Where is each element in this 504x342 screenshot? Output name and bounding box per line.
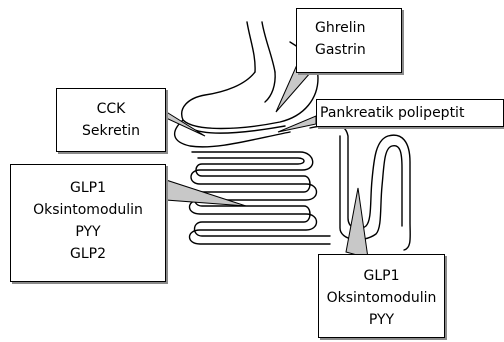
pyy-label: PYY (319, 309, 444, 331)
glp1-label: GLP1 (319, 265, 444, 287)
colon-hormones-box: GLP1 Oksintomodulin PYY (318, 254, 445, 338)
pankreatik-polipeptit-label-box: Pankreatik polipeptit (316, 99, 504, 127)
ghrelin-gastrin-label-box: Ghrelin Gastrin (296, 8, 402, 73)
pankreatik-polipeptit-label: Pankreatik polipeptit (320, 103, 503, 124)
oksintomodulin-label: Oksintomodulin (319, 287, 444, 309)
small-intestine-hormones-box: GLP1 Oksintomodulin PYY GLP2 (10, 164, 166, 282)
gastrin-label: Gastrin (315, 39, 401, 61)
esophagus-outline (247, 22, 255, 72)
pyy-label: PYY (11, 221, 165, 243)
pankreatik-pointer (278, 116, 316, 132)
stomach-inner-curve (265, 72, 275, 102)
sekretin-label: Sekretin (57, 120, 165, 142)
esophagus-outline-inner (262, 22, 275, 72)
cck-label: CCK (57, 98, 165, 120)
cck-sekretin-label-box: CCK Sekretin (56, 88, 166, 152)
oksintomodulin-label: Oksintomodulin (11, 199, 165, 221)
ghrelin-label: Ghrelin (315, 17, 401, 39)
glp2-label: GLP2 (11, 243, 165, 265)
cck-pointer (160, 108, 205, 136)
glp1-label: GLP1 (11, 177, 165, 199)
